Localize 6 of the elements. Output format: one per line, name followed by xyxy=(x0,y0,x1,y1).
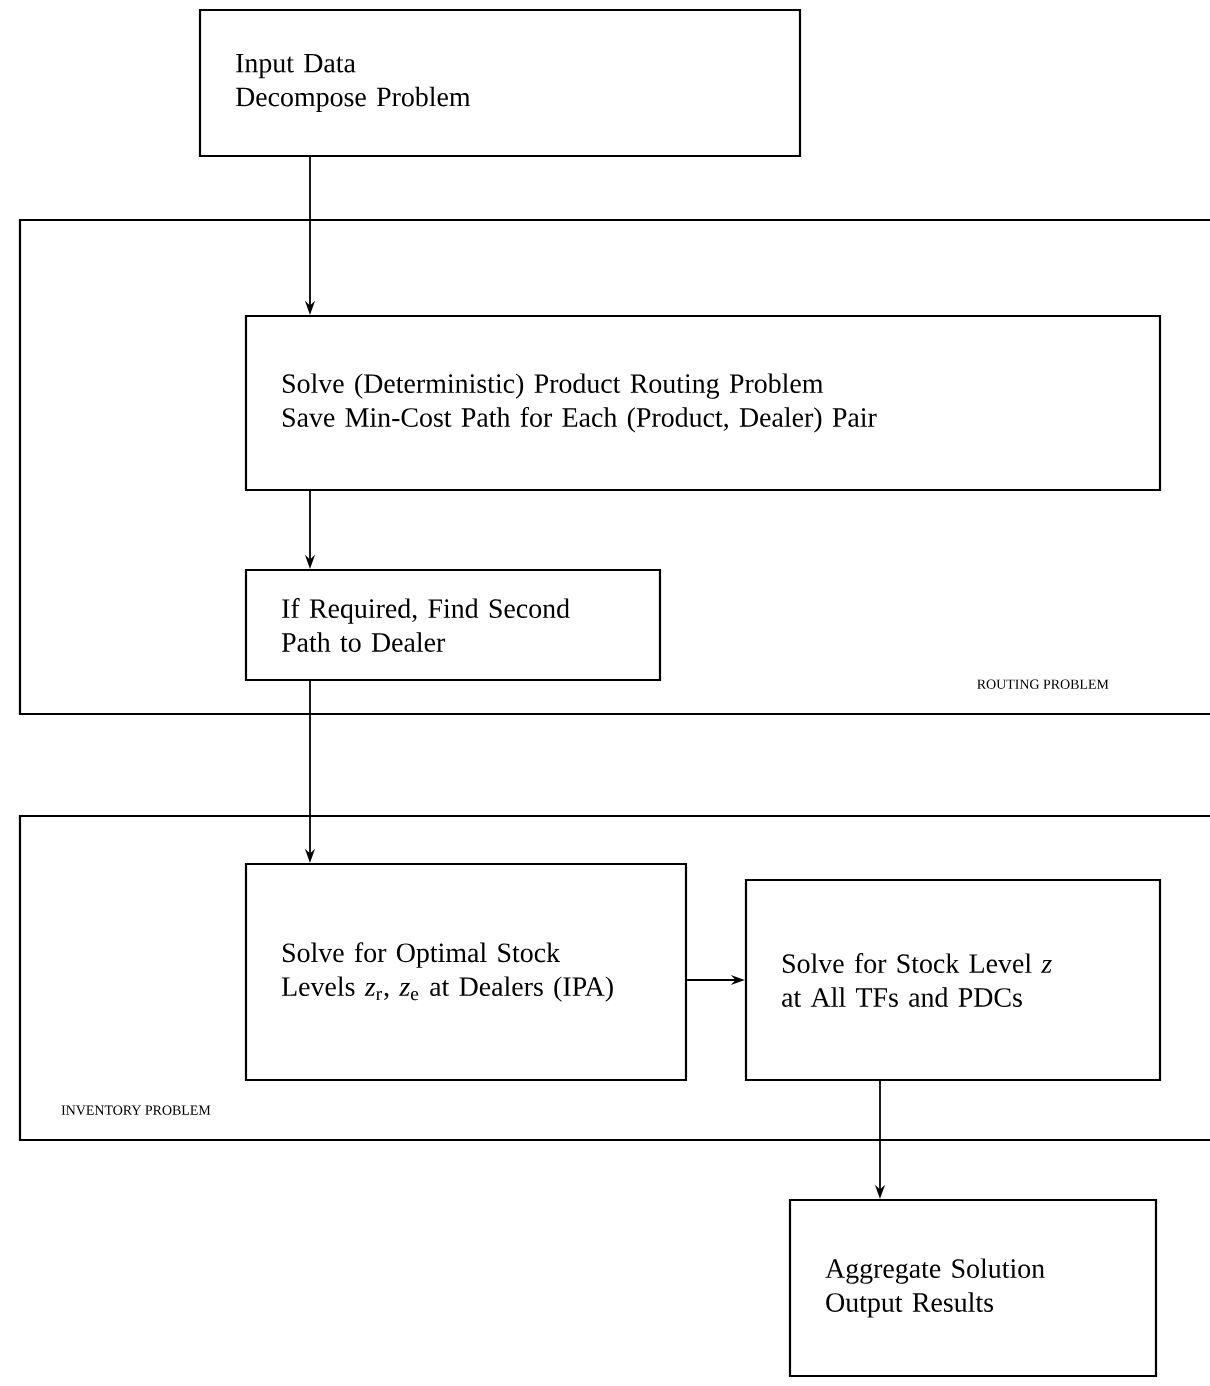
process-box: Solve for Stock Level z at All TFs and PDCs xyxy=(744,878,1162,1082)
process-box: If Required, Find Second Path to Dealer xyxy=(244,568,662,682)
process-box: Aggregate Solution Output Results xyxy=(788,1198,1158,1378)
process-box: Input Data Decompose Problem xyxy=(198,8,802,158)
process-box: Solve (Deterministic) Product Routing Problem Save Min-Cost Path for Each (Product, Dealer) Pair xyxy=(244,314,1162,492)
process-box: Solve for Optimal Stock Levels z$_{r}$, z$_{e}$ at Dealers (IPA) xyxy=(244,862,688,1082)
